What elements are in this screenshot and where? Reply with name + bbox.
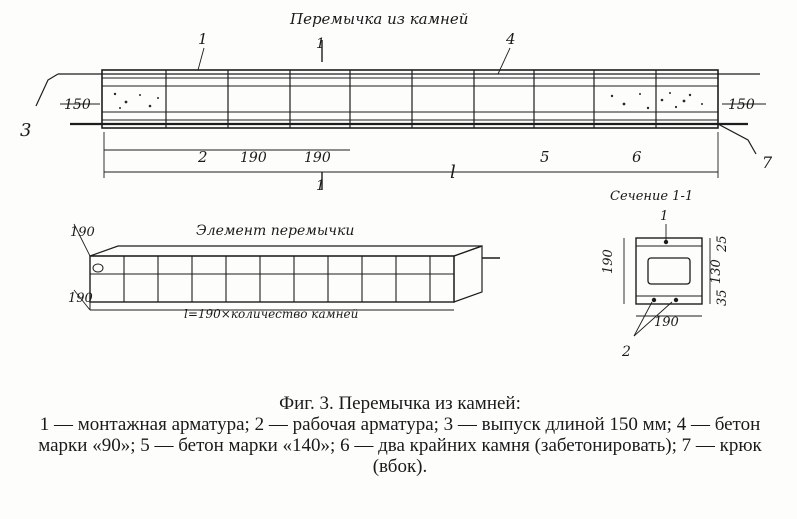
element-dim-top: 190 (70, 225, 95, 240)
section-shape (623, 224, 711, 337)
dim-190-b: 190 (304, 150, 331, 166)
callout-4: 4 (505, 30, 516, 48)
callout-1: 1 (198, 30, 208, 48)
dim-total-l: l (450, 162, 456, 183)
dim-150-left: 150 (64, 97, 91, 113)
element-title: Элемент перемычки (196, 223, 354, 239)
section-mark-2: 2 (621, 344, 631, 360)
callout-2: 2 (197, 148, 208, 166)
section-mark-bottom: 1 (316, 178, 325, 194)
callout-7: 7 (762, 153, 773, 172)
section-dim-bottom: 35 (715, 289, 730, 306)
caption-legend: 1 — монтажная арматура; 2 — рабочая арма… (38, 414, 762, 477)
reinforcement-bars (58, 73, 760, 126)
concret-fill-end-stones (113, 92, 703, 110)
hook-outlet (35, 73, 757, 155)
element-dim-side: 190 (68, 291, 93, 306)
section-dim-height: 190 (601, 249, 616, 274)
caption-title: Фиг. 3. Перемычка из камней: (279, 393, 521, 414)
element-formula: l=190×количество камней (184, 307, 358, 321)
element-body (73, 223, 500, 311)
section-mark-1: 1 (660, 209, 668, 224)
callout-6: 6 (632, 148, 642, 166)
lintel-body (101, 69, 719, 129)
section-dim-top: 25 (715, 235, 730, 253)
dimension-lines (60, 103, 766, 178)
dim-190-a: 190 (240, 150, 267, 166)
section-dim-width: 190 (654, 315, 679, 330)
callout-5: 5 (540, 148, 550, 166)
section-title: Сечение 1-1 (610, 189, 693, 204)
section-dim-middle: 130 (709, 259, 724, 284)
callout-leaders (197, 47, 511, 75)
dim-150-right: 150 (728, 97, 755, 113)
section-mark-top: 1 (316, 36, 325, 52)
top-view-title: Перемычка из камней (289, 10, 468, 28)
callout-3: 3 (20, 120, 31, 141)
